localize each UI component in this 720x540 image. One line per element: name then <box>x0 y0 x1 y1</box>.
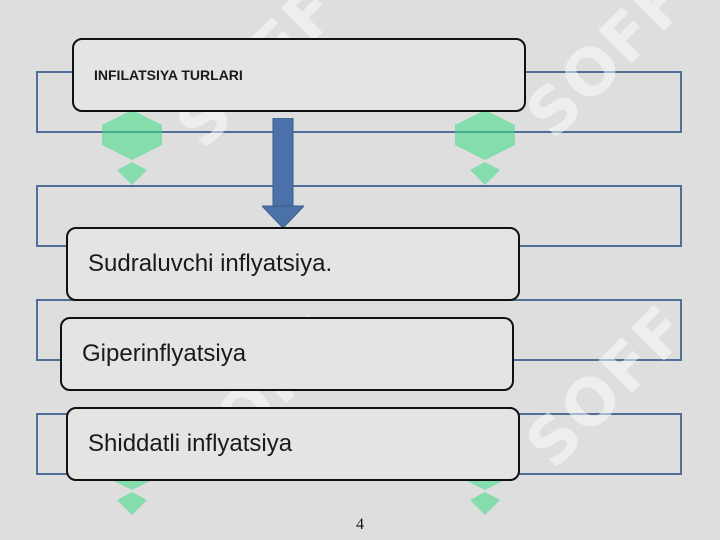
diagram-title: INFILATSIYA TURLARI <box>94 67 243 83</box>
inflation-type-label: Giperinflyatsiya <box>82 340 247 367</box>
inflation-type-box: Giperinflyatsiya <box>60 317 514 391</box>
inflation-type-label: Sudraluvchi inflyatsiya. <box>88 250 333 277</box>
inflation-type-box: Shiddatli inflyatsiya <box>66 407 520 481</box>
inflation-type-label: Shiddatli inflyatsiya <box>88 430 293 457</box>
page-number: 4 <box>356 516 364 533</box>
down-arrow-icon <box>262 118 304 228</box>
inflation-type-box: Sudraluvchi inflyatsiya. <box>66 227 520 301</box>
diagram-title-box: INFILATSIYA TURLARI <box>72 38 526 112</box>
